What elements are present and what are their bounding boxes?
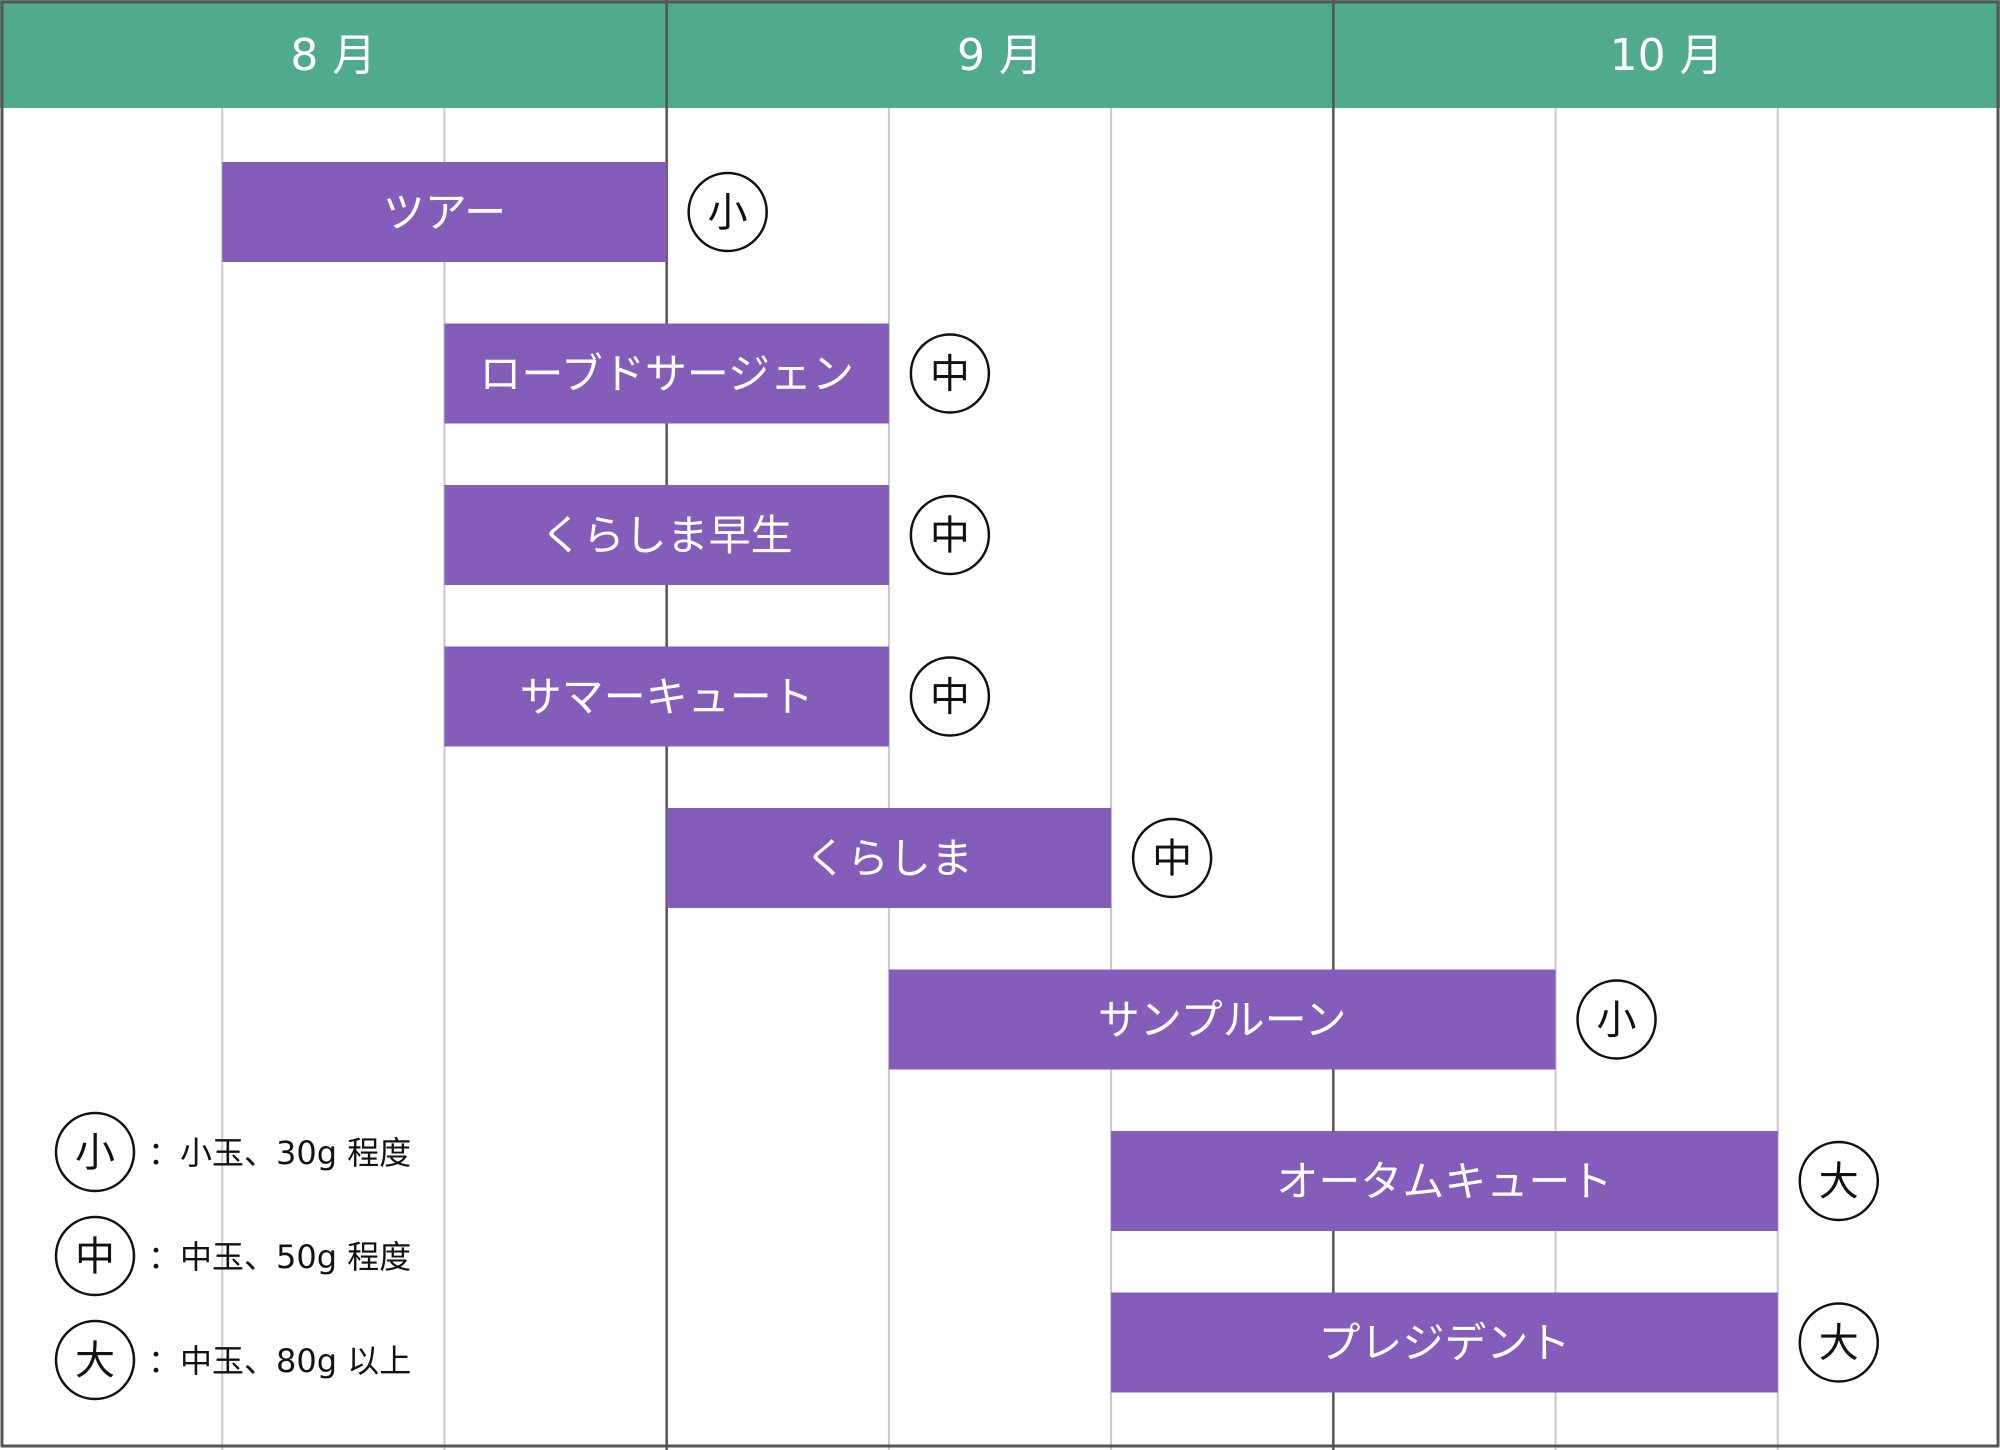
variety-row: ローブドサージェン 中 <box>444 323 991 424</box>
month-label: 9 月 <box>957 30 1043 81</box>
legend-symbol <box>54 1111 136 1193</box>
size-badge-label: 中 <box>930 675 970 721</box>
variety-row: オータムキュート 大 <box>1111 1131 1880 1231</box>
size-badge-label: 小 <box>708 190 748 236</box>
size-badge <box>687 171 768 253</box>
legend-symbol <box>54 1215 136 1297</box>
size-badge <box>1131 817 1213 899</box>
variety-label: サンプルーン <box>1098 996 1347 1045</box>
size-badge-label: 中 <box>930 513 970 559</box>
size-badge-label: 大 <box>1819 1159 1859 1205</box>
legend-text: ：小玉、30g 程度 <box>148 1134 411 1172</box>
legend-symbol-label: 小 <box>75 1130 115 1176</box>
variety-row: くらしま早生 中 <box>444 485 991 585</box>
size-badge <box>909 494 991 576</box>
variety-bar <box>444 323 889 424</box>
legend-item: 大 ：中玉、80g 以上 <box>54 1319 411 1401</box>
variety-label: ローブドサージェン <box>479 350 854 399</box>
variety-label: サマーキュート <box>520 673 814 722</box>
variety-label: オータムキュート <box>1276 1157 1612 1206</box>
variety-row: プレジデント 大 <box>1111 1292 1880 1393</box>
variety-bar <box>444 485 889 585</box>
legend-symbol <box>54 1319 136 1401</box>
size-badge-label: 中 <box>930 352 970 398</box>
month-header: 8 月 9 月 10 月 <box>0 0 2000 108</box>
legend-symbol-label: 大 <box>75 1338 115 1384</box>
variety-label: くらしま早生 <box>541 511 793 560</box>
variety-bar <box>1111 1292 1778 1393</box>
size-badge-label: 中 <box>1152 836 1192 882</box>
legend-item: 中 ：中玉、50g 程度 <box>54 1215 411 1297</box>
size-badge <box>1798 1302 1880 1383</box>
variety-row: くらしま 中 <box>666 808 1213 908</box>
header-band <box>0 0 2000 108</box>
variety-row: サマーキュート 中 <box>444 646 991 747</box>
variety-bars: ツアー小ローブドサージェン中くらしま早生中サマーキュート中くらしま中サンプルーン… <box>222 162 1880 1393</box>
variety-row: サンプルーン 小 <box>888 969 1657 1070</box>
size-badge <box>1798 1140 1880 1222</box>
size-badge-label: 小 <box>1597 998 1637 1044</box>
legend-item: 小 ：小玉、30g 程度 <box>54 1111 411 1193</box>
legend-text: ：中玉、50g 程度 <box>148 1238 411 1276</box>
variety-bar <box>222 162 667 262</box>
variety-label: くらしま <box>805 834 973 883</box>
variety-label: ツアー <box>383 188 506 237</box>
size-badge-label: 大 <box>1819 1321 1859 1367</box>
variety-label: プレジデント <box>1318 1319 1570 1368</box>
month-label: 8 月 <box>290 30 376 81</box>
month-label: 10 月 <box>1610 30 1724 81</box>
size-badge <box>1576 979 1657 1060</box>
variety-bar <box>666 808 1112 908</box>
legend-text: ：中玉、80g 以上 <box>148 1342 411 1380</box>
variety-bar <box>444 646 889 747</box>
variety-row: ツアー 小 <box>222 162 768 262</box>
variety-bar <box>1111 1131 1778 1231</box>
size-badge <box>909 656 991 737</box>
size-legend: 小 ：小玉、30g 程度中 ：中玉、50g 程度大 ：中玉、80g 以上 <box>54 1111 411 1401</box>
variety-bar <box>888 969 1556 1070</box>
legend-symbol-label: 中 <box>75 1234 115 1280</box>
size-badge <box>909 333 991 414</box>
